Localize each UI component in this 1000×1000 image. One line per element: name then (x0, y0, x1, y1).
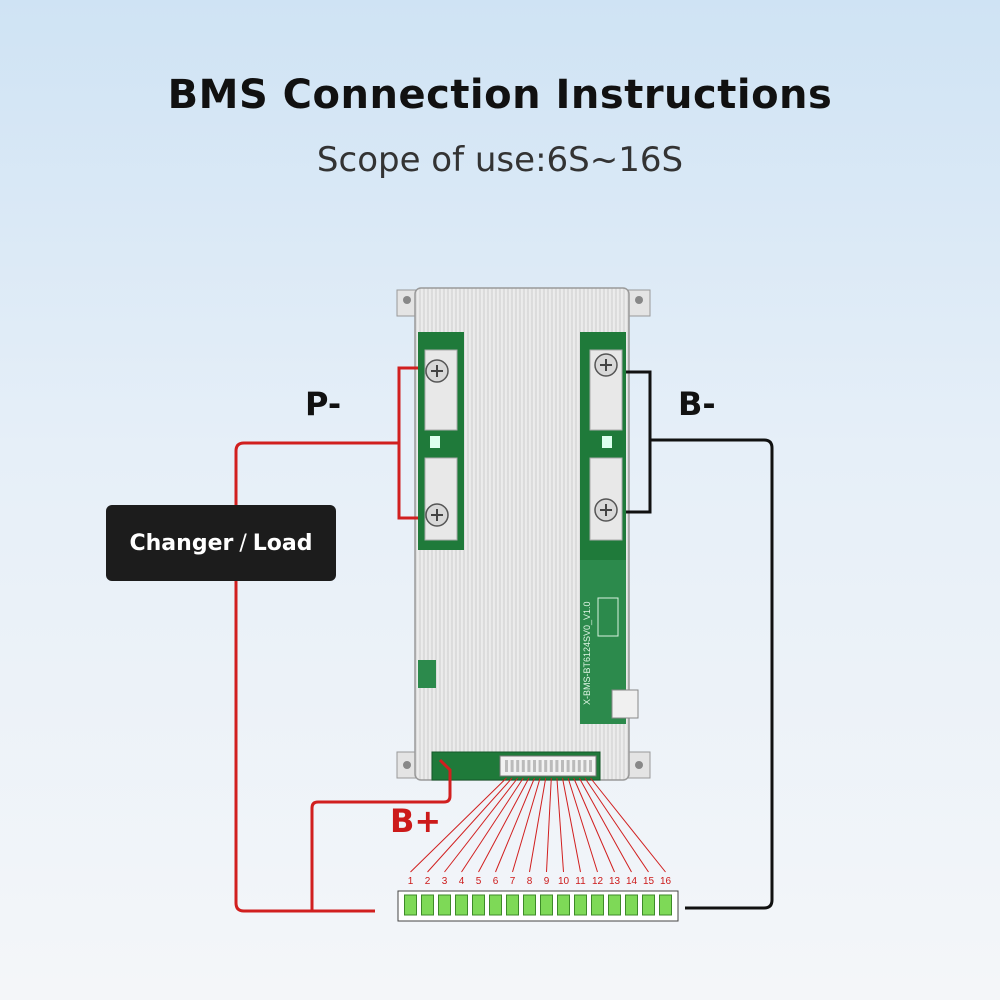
cell-number: 12 (592, 876, 604, 887)
sampling-wire (562, 777, 581, 873)
b-minus-label: B- (678, 385, 716, 423)
cell-number: 11 (575, 876, 586, 887)
sampling-wire (573, 777, 615, 873)
sampling-wire (584, 777, 649, 873)
sampling-wire (495, 777, 535, 873)
header-pin (566, 760, 570, 772)
b-plus-label: B+ (390, 802, 441, 840)
sampling-wire (410, 777, 507, 873)
sampling-wire (512, 777, 541, 873)
battery-cells (397, 890, 679, 922)
sampling-wire (478, 777, 530, 873)
sampling-wire (567, 777, 598, 873)
battery-cell (557, 894, 570, 916)
sampling-wires (410, 777, 666, 873)
header-pin (583, 760, 587, 772)
b-minus-wire (626, 370, 652, 514)
sampling-wire (427, 777, 513, 873)
battery-cell (608, 894, 621, 916)
battery-negative-wire (650, 438, 774, 910)
battery-cell (642, 894, 655, 916)
header-pin (516, 760, 520, 772)
sampling-wire (529, 777, 547, 873)
cell-number: 13 (609, 876, 621, 887)
battery-cell (404, 894, 417, 916)
header-pin (544, 760, 548, 772)
sampling-wire (461, 777, 524, 873)
load-negative-wire (234, 441, 399, 913)
b-minus-terminals (589, 349, 623, 541)
cell-number: 3 (442, 876, 448, 887)
header-pin (549, 760, 553, 772)
header-pin (527, 760, 531, 772)
sampling-wire (444, 777, 519, 873)
pcb-marking: X-BMS-BT6124SV0_V1.0 (582, 601, 592, 705)
battery-cell (540, 894, 553, 916)
b-plus-wire (310, 758, 452, 911)
cell-number: 5 (476, 876, 482, 887)
header-pin (555, 760, 559, 772)
balance-connector (611, 689, 639, 719)
cell-number: 6 (493, 876, 499, 887)
cell-number: 2 (425, 876, 431, 887)
battery-cell (625, 894, 638, 916)
header-pin (510, 760, 514, 772)
cell-number: 16 (660, 876, 672, 887)
load-label-part1: Changer (129, 530, 234, 556)
battery-cell (506, 894, 519, 916)
cell-number: 8 (527, 876, 533, 887)
page-subtitle: Scope of use:6S~16S (316, 140, 684, 180)
header-pin (572, 760, 576, 772)
cell-number: 10 (558, 876, 570, 887)
header-pin (521, 760, 525, 772)
header-pin (577, 760, 581, 772)
load-label-separator: / (239, 530, 247, 556)
header-pin (589, 760, 592, 772)
charger-load-box: Changer / Load (106, 505, 336, 581)
battery-cell (591, 894, 604, 916)
sampling-wire (578, 777, 632, 873)
battery-cell (489, 894, 502, 916)
sampling-wire (556, 777, 564, 873)
header-pin (505, 760, 508, 772)
sampling-wire (590, 777, 666, 873)
battery-cell (659, 894, 672, 916)
battery-cell (438, 894, 451, 916)
battery-cell (421, 894, 434, 916)
cell-number: 1 (408, 876, 414, 887)
cell-number: 9 (544, 876, 550, 887)
battery-cell (472, 894, 485, 916)
cell-number: 7 (510, 876, 516, 887)
sampling-header (499, 755, 597, 777)
cell-number: 4 (459, 876, 465, 887)
battery-cell (574, 894, 587, 916)
cell-number: 15 (643, 876, 655, 887)
p-minus-terminals (424, 349, 458, 541)
header-pin (561, 760, 564, 772)
page-title: BMS Connection Instructions (167, 72, 833, 118)
battery-cell (455, 894, 468, 916)
battery-cell (523, 894, 536, 916)
header-pin (533, 760, 536, 772)
load-label-part2: Load (252, 530, 313, 556)
header-pin (538, 760, 542, 772)
p-minus-label: P- (305, 385, 341, 423)
bms-board: X-BMS-BT6124SV0_V1.0 (414, 287, 639, 781)
sampling-wire (546, 777, 552, 873)
cell-number: 14 (626, 876, 638, 887)
